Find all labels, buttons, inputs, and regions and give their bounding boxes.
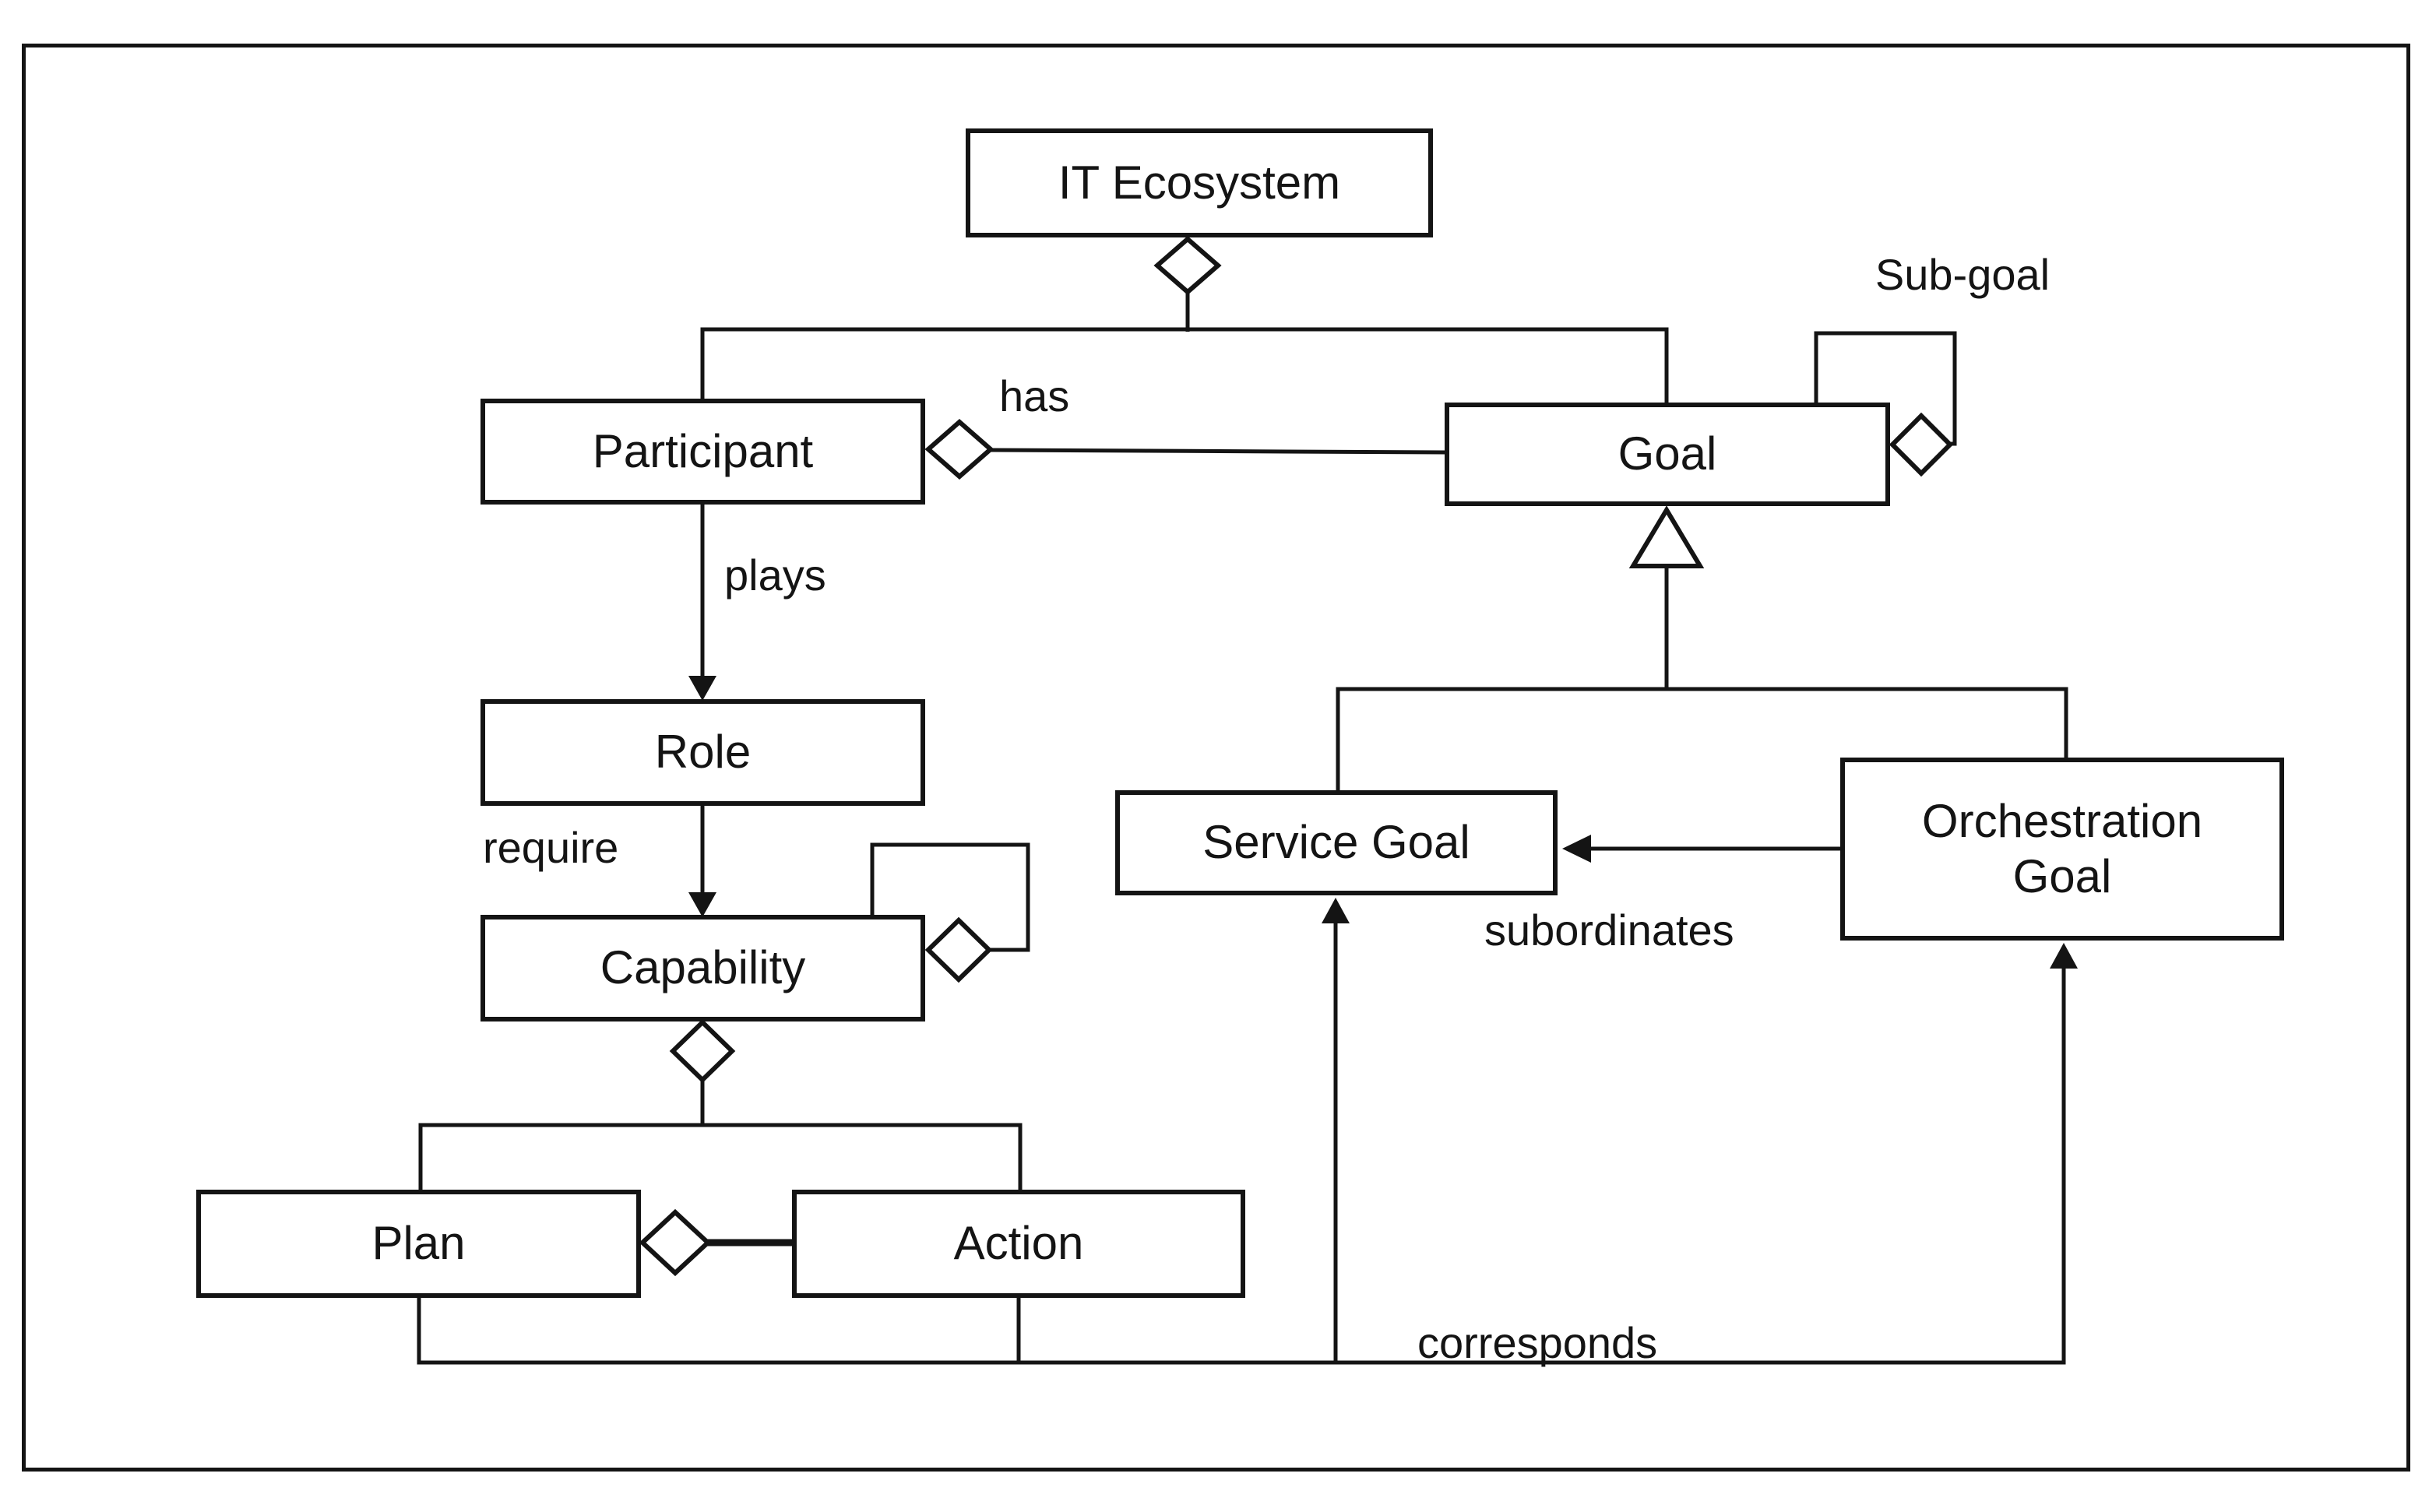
node-plan: Plan [196,1190,641,1298]
edge-participant-plays-role [688,502,716,701]
arrowhead-icon [688,676,716,701]
edge-label-require: require [483,823,619,872]
aggregation-diamond-icon [639,1208,712,1277]
edge-label-plays: plays [724,550,826,600]
node-service-goal-label: Service Goal [1202,816,1470,869]
aggregation-diamond-icon [924,419,994,480]
node-it-ecosystem-label: IT Ecosystem [1058,156,1341,209]
node-capability: Capability [481,915,925,1021]
node-role-label: Role [654,726,752,779]
edge-orchestration-subordinates-service [1562,835,1842,863]
edge-plan-aggregates-action [639,1208,794,1277]
node-action: Action [792,1190,1245,1298]
edge-capability-self-loop [870,842,1030,983]
node-participant-label: Participant [592,424,814,477]
generalization-triangle-icon [1628,505,1705,568]
node-goal: Goal [1445,403,1890,506]
node-action-label: Action [953,1217,1084,1270]
aggregation-diamond-icon [924,916,993,983]
edge-itecosystem-contains [700,236,1669,403]
edge-goal-subgoal-self-loop [1814,331,1957,477]
aggregation-diamond-icon [1889,412,1954,477]
node-it-ecosystem: IT Ecosystem [966,128,1433,237]
node-plan-label: Plan [371,1217,466,1270]
edge-corresponds [417,898,2078,1365]
node-service-goal: Service Goal [1115,790,1558,895]
aggregation-diamond-icon [669,1018,736,1084]
edge-label-has: has [999,371,1070,420]
node-participant: Participant [481,399,925,505]
arrowhead-icon [1562,835,1591,863]
edge-goal-generalization [1336,505,2068,792]
node-capability-label: Capability [600,941,806,994]
edge-capability-contains-plan-action [418,1018,1023,1190]
edge-label-sub-goal: Sub-goal [1875,250,2051,299]
edge-role-require-capability [688,803,716,917]
node-orchestration-goal-label: Orchestration Goal [1921,794,2203,902]
arrowhead-icon [2050,943,2078,969]
node-orchestration-goal: Orchestration Goal [1840,758,2284,941]
aggregation-diamond-icon [1153,236,1222,295]
node-role: Role [481,699,925,806]
arrowhead-icon [1322,898,1350,923]
arrowhead-icon [688,892,716,917]
edge-label-subordinates: subordinates [1484,905,1734,955]
node-goal-label: Goal [1618,427,1717,480]
edge-participant-has-goal [924,419,1447,480]
edge-label-corresponds: corresponds [1417,1318,1658,1367]
